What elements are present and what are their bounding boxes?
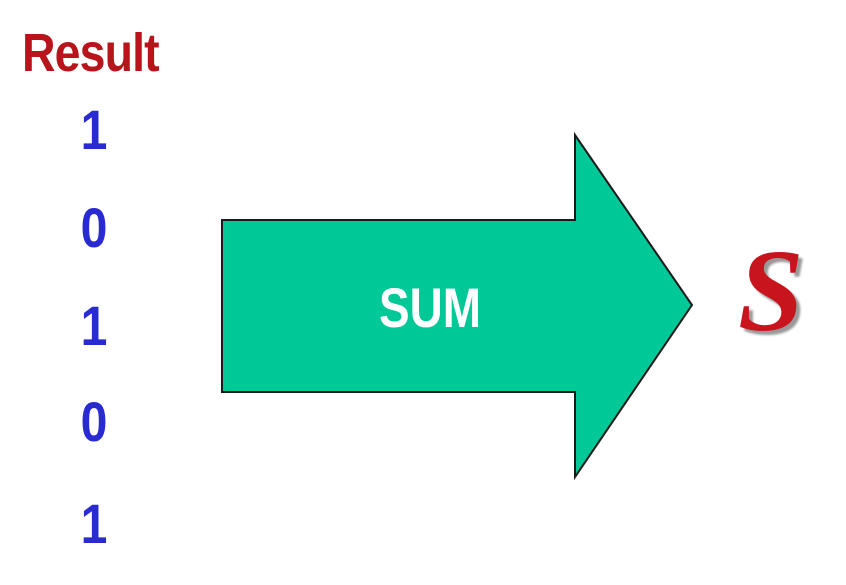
- bit-4: 0: [80, 390, 108, 453]
- bit-1: 1: [80, 98, 108, 161]
- result-label: Result: [22, 23, 160, 83]
- bit-2: 0: [80, 196, 108, 259]
- bit-3: 1: [80, 294, 108, 357]
- sum-arrow-shape: [221, 131, 694, 481]
- output-symbol: S: [738, 225, 804, 356]
- bit-5: 1: [80, 492, 108, 555]
- sum-label: SUM: [378, 276, 482, 339]
